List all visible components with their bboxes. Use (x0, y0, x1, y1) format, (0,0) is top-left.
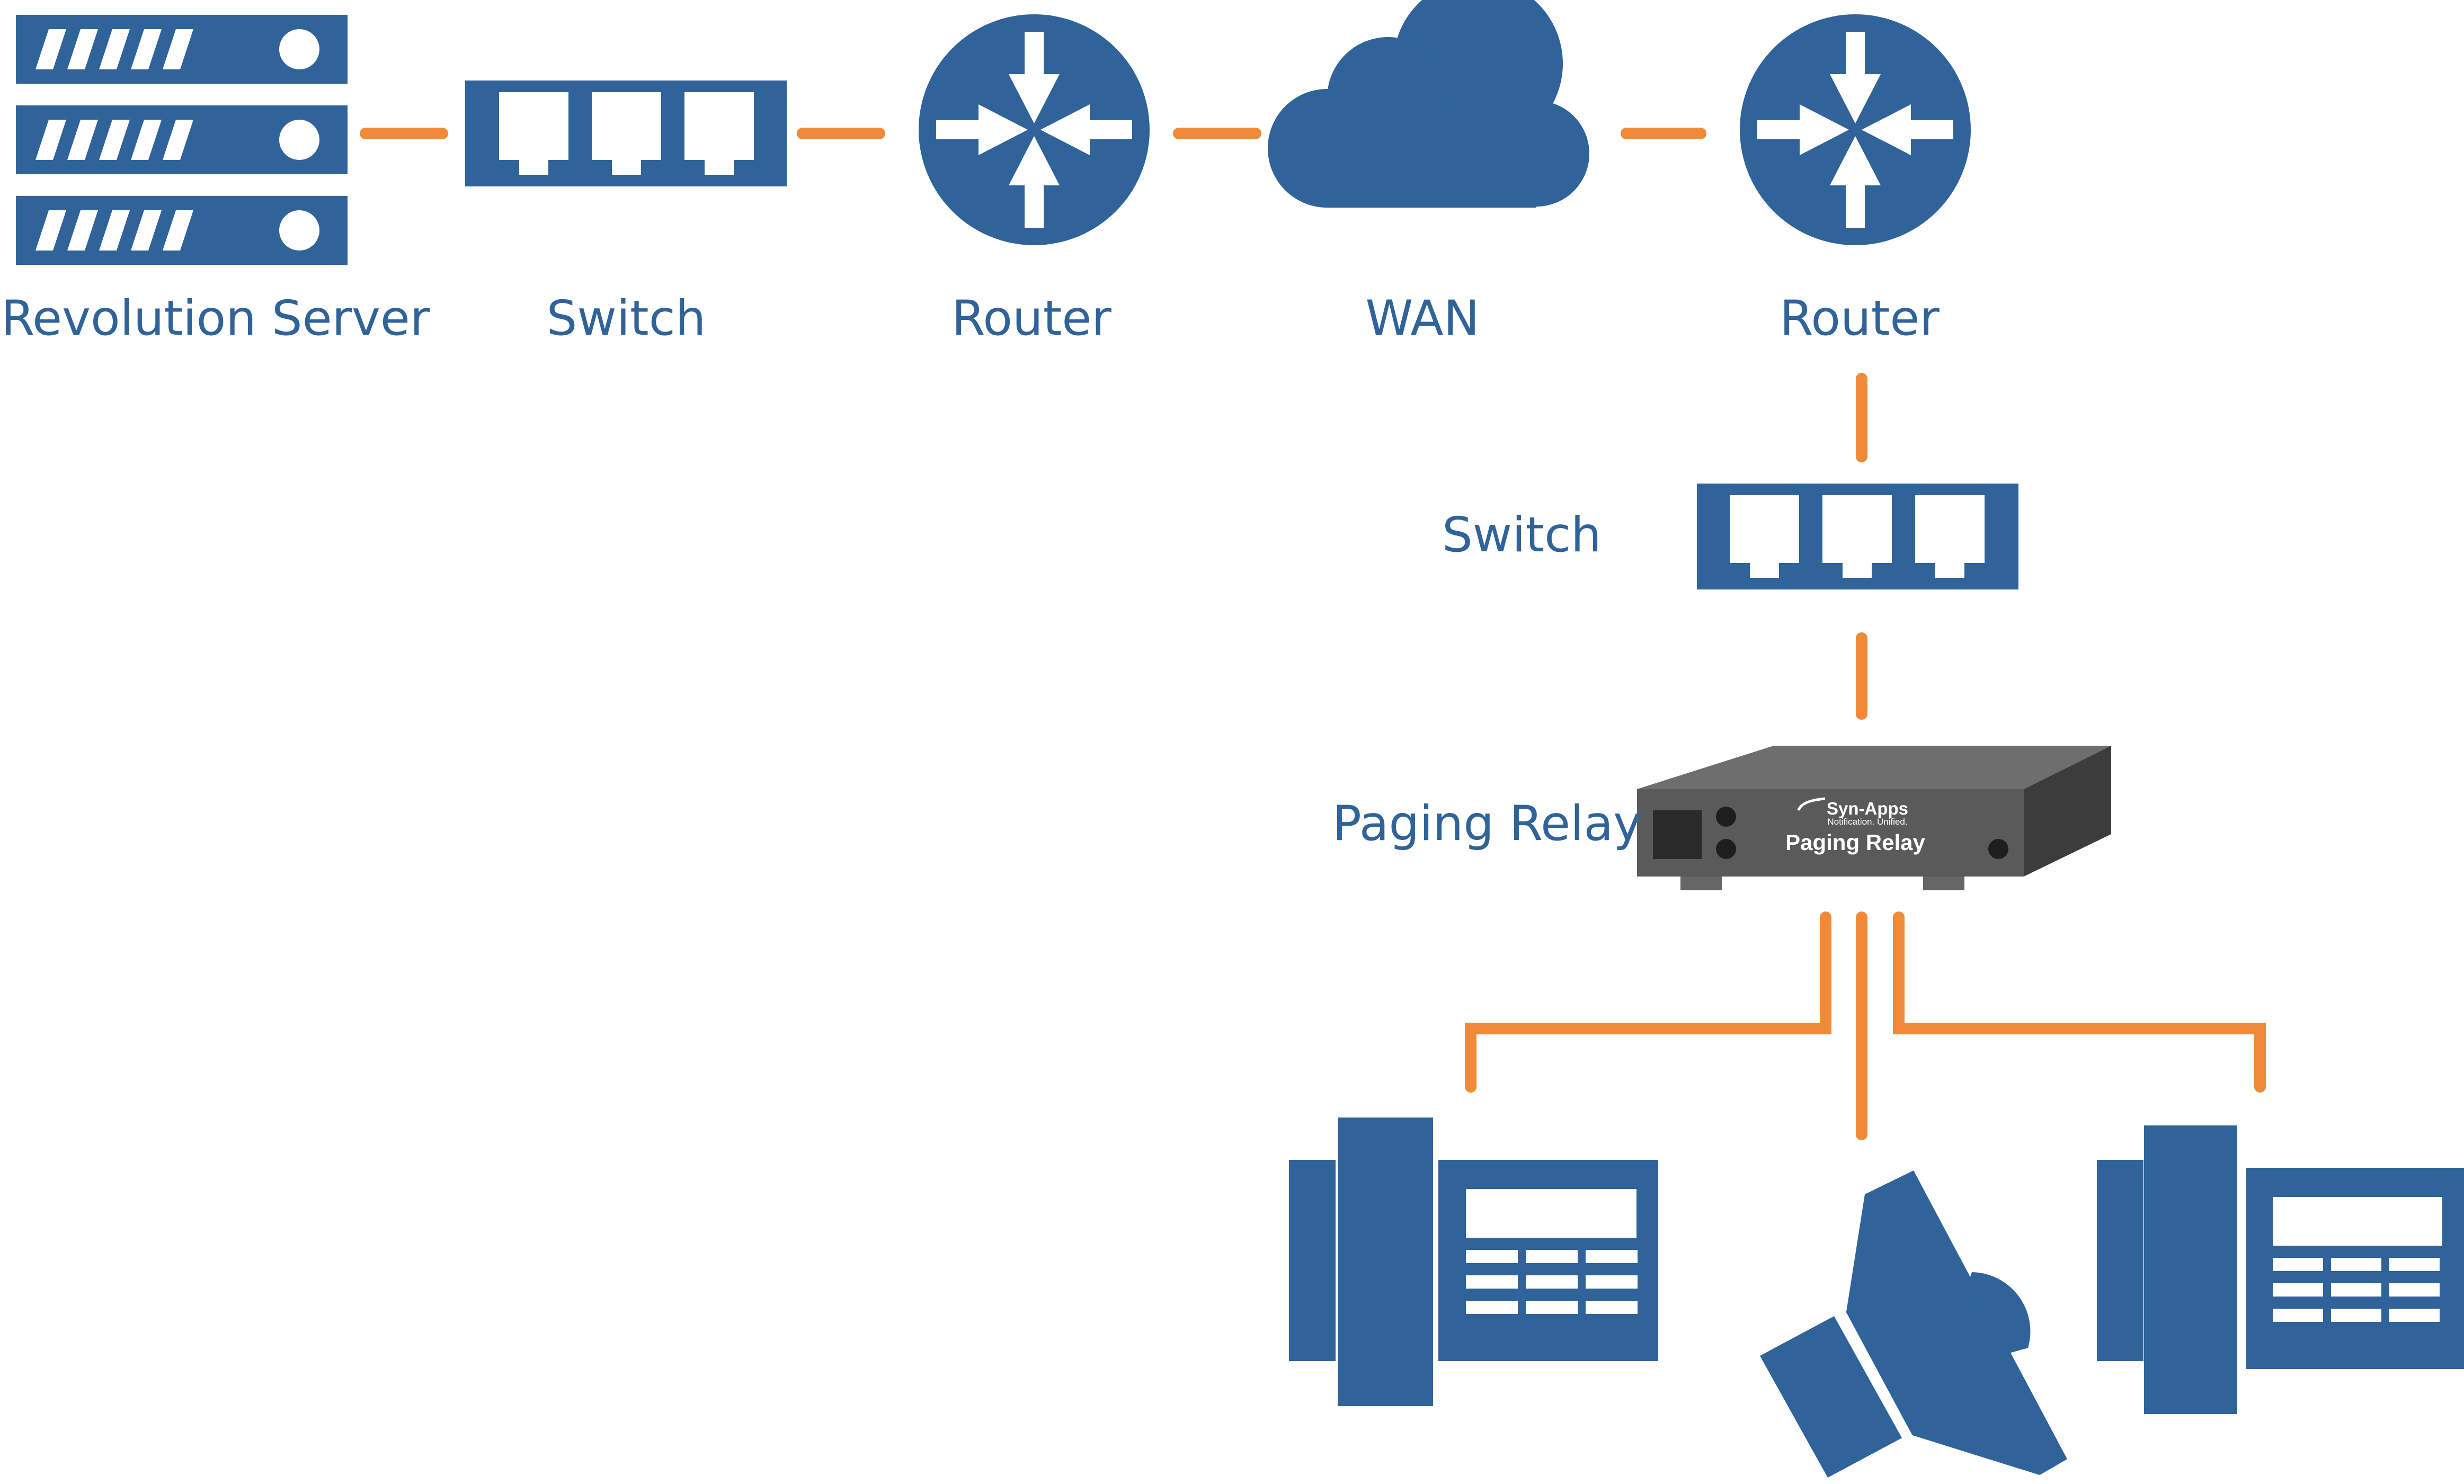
link-relay-phone-right (1893, 911, 2266, 1093)
server-rack-icon (16, 15, 348, 265)
label-router-left: Router (951, 291, 1111, 346)
device-foot (1680, 877, 1722, 890)
cloud-icon (1268, 0, 1589, 208)
device-display (1653, 810, 1702, 859)
paging-relay-device-icon: Syn-Apps Notification. Unified. Paging R… (1637, 746, 2111, 890)
device-led (1988, 839, 2008, 859)
device-led (1716, 839, 1736, 859)
label-revolution-server: Revolution Server (1, 291, 430, 346)
network-switch-icon (1697, 484, 2018, 589)
label-switch-top: Switch (546, 291, 706, 346)
brand-swoosh-icon (1797, 797, 1826, 811)
device-brand: Syn-Apps (1827, 799, 1908, 818)
device-side (2024, 746, 2111, 877)
device-name: Paging Relay (1785, 830, 1925, 855)
desk-phone-icon (2097, 1125, 2464, 1414)
device-led (1716, 807, 1736, 827)
label-router-right: Router (1780, 291, 1940, 346)
server-unit (16, 196, 348, 265)
device-foot (1923, 877, 1964, 890)
device-top (1637, 746, 2111, 789)
router-icon (1740, 14, 1971, 245)
network-switch-icon (465, 81, 787, 186)
label-wan: WAN (1365, 291, 1480, 346)
router-icon (919, 14, 1150, 245)
device-tagline: Notification. Unified. (1827, 817, 1907, 827)
label-switch-right: Switch (1442, 507, 1602, 563)
speaker-horn-icon (1760, 1170, 2067, 1478)
connectors (360, 128, 2266, 1140)
server-unit (16, 15, 348, 84)
label-paging-relay: Paging Relay (1332, 796, 1642, 852)
server-unit (16, 105, 348, 174)
link-relay-phone-left (1465, 911, 1831, 1093)
desk-phone-icon (1289, 1118, 1658, 1406)
